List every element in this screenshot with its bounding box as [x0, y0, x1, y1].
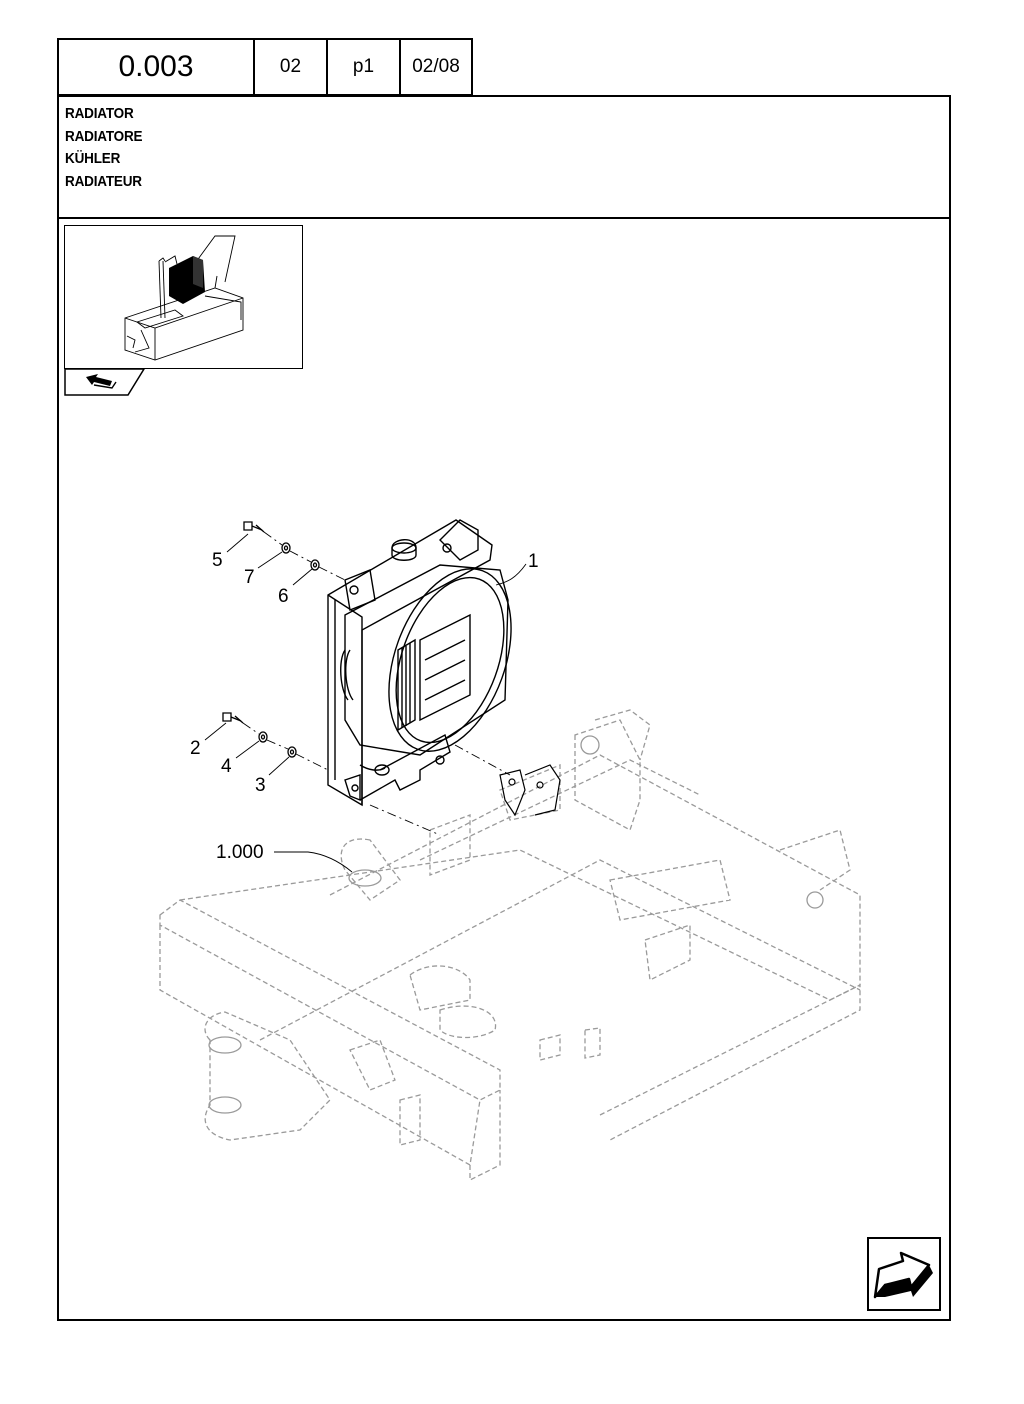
back-tab[interactable]: [64, 368, 146, 396]
frame-hole: [580, 735, 600, 755]
title-it: RADIATORE: [65, 127, 143, 145]
leader-lines: [204, 533, 527, 873]
pivot-bore-upper: [208, 1036, 242, 1054]
callout-2: 2: [190, 738, 201, 759]
callout-4: 4: [221, 756, 232, 777]
callout-1000: 1.000: [216, 842, 264, 863]
callout-6: 6: [278, 586, 289, 607]
fasteners: [222, 521, 320, 758]
callout-7: 7: [244, 567, 255, 588]
drawing-frame: [57, 217, 951, 1321]
callout-3: 3: [255, 775, 266, 796]
machine-overview-illustration: [124, 235, 244, 361]
callout-1: 1: [528, 551, 539, 572]
radiator-mount-bracket: [499, 764, 561, 817]
assembly-lines: [242, 531, 511, 836]
pivot-bore-lower: [208, 1096, 242, 1114]
mount-bore: [348, 869, 382, 887]
title-en: RADIATOR: [65, 105, 134, 122]
radiator-assembly: [327, 519, 512, 807]
back-arrow-icon: [86, 374, 117, 389]
next-page-arrow-icon: [873, 1251, 933, 1299]
frame-hole-right: [806, 891, 824, 909]
machine-overview-thumbnail[interactable]: [64, 225, 303, 369]
callout-5: 5: [212, 550, 223, 571]
next-page-button[interactable]: [867, 1237, 941, 1311]
title-fr: RADIATEUR: [65, 172, 142, 190]
title-de: KÜHLER: [65, 150, 121, 167]
chassis-frame: [159, 709, 861, 1182]
